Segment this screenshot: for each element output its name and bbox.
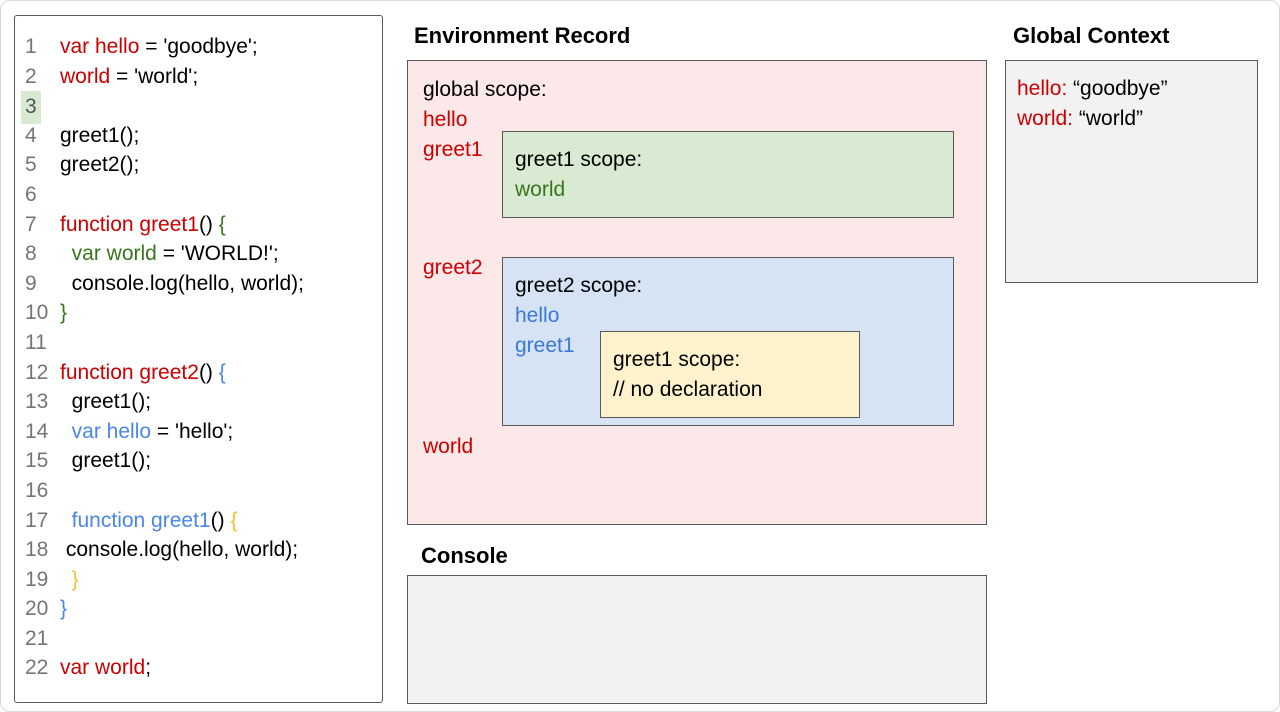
line-number: 10	[25, 301, 49, 325]
code-text: greet1();	[60, 123, 140, 147]
line-number: 13	[25, 390, 49, 414]
global-scope-label: global scope:	[423, 78, 547, 101]
global-scope-item-world: world	[423, 435, 474, 458]
code-line: 9 console.log(hello, world);	[25, 269, 376, 299]
line-number: 21	[25, 626, 49, 650]
global-scope-item-greet1: greet1	[423, 138, 483, 161]
code-editor-panel: 1 var hello = 'goodbye'; 2 world = 'world';…	[14, 15, 383, 703]
scope-item: greet1	[515, 334, 575, 357]
inner-greet1-scope-box: greet1 scope: // no declaration	[600, 331, 860, 418]
code-line: 2 world = 'world';	[25, 62, 376, 92]
global-scope-item-hello: hello	[423, 108, 468, 131]
line-number: 17	[25, 508, 49, 532]
code-text: function greet1() {	[60, 212, 226, 236]
code-line: 4 greet1();	[25, 121, 376, 151]
scope-item: // no declaration	[613, 378, 763, 401]
code-text: function greet1() {	[71, 508, 238, 532]
global-scope-item-greet2: greet2	[423, 256, 483, 279]
code-line: 13 greet1();	[25, 387, 376, 417]
scope-item: hello	[515, 304, 560, 327]
greet2-scope-label: greet2 scope:	[515, 274, 643, 297]
greet2-scope-items: hello greet1	[515, 301, 941, 361]
variable-value: “world”	[1073, 107, 1144, 130]
code-line: 3	[21, 91, 376, 124]
code-line: 19 }	[25, 565, 376, 595]
environment-record-title: Environment Record	[414, 23, 631, 48]
code-text: console.log(hello, world);	[60, 271, 304, 295]
line-number: 9	[25, 271, 37, 295]
line-number: 16	[25, 478, 49, 502]
code-line: 16	[25, 476, 376, 506]
code-line: 1 var hello = 'goodbye';	[25, 32, 376, 62]
code-line: 5 greet2();	[25, 150, 376, 180]
line-number: 7	[25, 212, 37, 236]
inner-greet1-scope-items: // no declaration	[613, 375, 847, 405]
variable-value: “goodbye”	[1067, 77, 1168, 100]
line-number: 2	[25, 64, 37, 88]
line-number: 5	[25, 153, 37, 177]
line-number: 6	[25, 182, 37, 206]
global-context-box: hello: “goodbye”world: “world”	[1005, 60, 1258, 283]
code-text: greet2();	[60, 153, 140, 177]
code-text: var hello = 'hello';	[71, 419, 234, 443]
scope-item: world	[515, 178, 566, 201]
console-title: Console	[421, 543, 508, 568]
greet1-scope-label: greet1 scope:	[515, 148, 643, 171]
code-text: greet1();	[60, 390, 152, 414]
line-number: 20	[25, 597, 49, 621]
code-text: }	[60, 597, 68, 621]
code-text: }	[60, 301, 68, 325]
code-line: 8 var world = 'WORLD!';	[25, 239, 376, 269]
global-context-entry: hello: “goodbye”	[1017, 74, 1246, 104]
code-line: 17 function greet1() {	[25, 506, 376, 536]
code-line: 12 function greet2() {	[25, 358, 376, 388]
code-text: var world = 'WORLD!';	[71, 242, 279, 266]
global-context-entry: world: “world”	[1017, 104, 1246, 134]
code-line: 14 var hello = 'hello';	[25, 417, 376, 447]
greet1-scope-box: greet1 scope: world	[502, 131, 954, 218]
inner-greet1-scope-label: greet1 scope:	[613, 348, 741, 371]
line-number: 18	[25, 538, 49, 562]
greet2-scope-box: greet2 scope: hello greet1 greet1 scope: …	[502, 257, 954, 426]
variable-name: world:	[1017, 107, 1074, 130]
global-context-title: Global Context	[1013, 23, 1170, 48]
code-line: 20}	[25, 594, 376, 624]
code-line: 18 console.log(hello, world);	[25, 535, 376, 565]
code-text: greet1();	[60, 449, 152, 473]
line-number: 15	[25, 449, 49, 473]
code-text: }	[71, 567, 79, 591]
code-text: var hello = 'goodbye';	[60, 35, 258, 58]
global-scope-box: global scope: hello greet1 greet2 world …	[407, 60, 987, 525]
code-editor-lines: 1 var hello = 'goodbye'; 2 world = 'world';…	[21, 32, 376, 683]
code-text: world = 'world';	[60, 64, 199, 88]
code-text: console.log(hello, world);	[60, 538, 299, 562]
code-line: 11	[25, 328, 376, 358]
line-number: 12	[25, 360, 49, 384]
line-number: 11	[25, 330, 47, 354]
code-line: 6	[25, 180, 376, 210]
line-number: 22	[25, 656, 49, 680]
code-line: 22 var world;	[25, 653, 376, 683]
console-output-box	[407, 575, 987, 704]
line-number: 1	[25, 35, 37, 58]
line-number: 19	[25, 567, 49, 591]
line-number: 3	[21, 91, 60, 124]
code-line: 10}	[25, 298, 376, 328]
code-line: 21	[25, 624, 376, 654]
code-line: 15 greet1();	[25, 446, 376, 476]
line-number: 4	[25, 123, 37, 147]
greet1-scope-items: world	[515, 175, 941, 205]
code-text: function greet2() {	[60, 360, 226, 384]
variable-name: hello:	[1017, 77, 1068, 100]
line-number: 8	[25, 242, 37, 266]
code-line: 7 function greet1() {	[25, 210, 376, 240]
code-text: var world;	[60, 656, 152, 680]
line-number: 14	[25, 419, 49, 443]
